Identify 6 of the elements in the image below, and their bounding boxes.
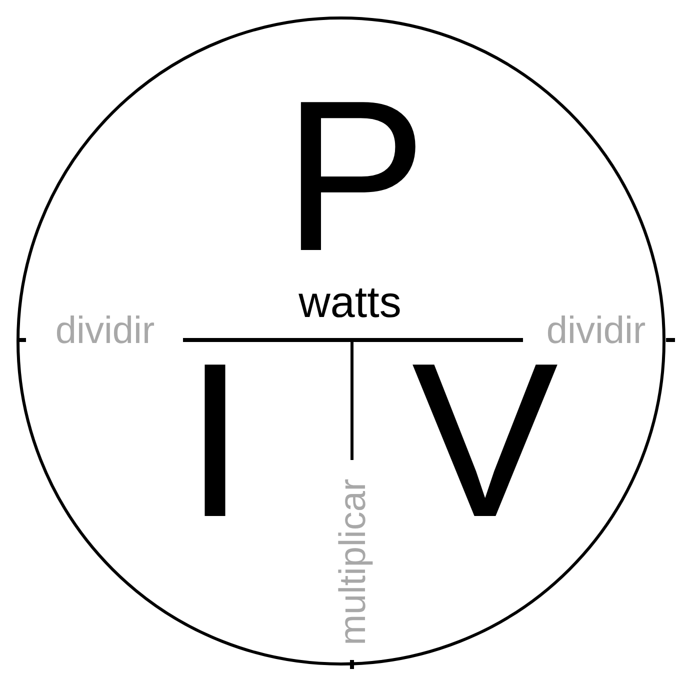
unit-label: watts xyxy=(298,278,402,328)
operation-label: multiplicar xyxy=(332,478,372,648)
current-symbol: I xyxy=(183,345,247,535)
power-symbol: P xyxy=(282,80,428,270)
operation-label: dividir xyxy=(54,309,156,354)
circle-outline xyxy=(16,16,666,666)
